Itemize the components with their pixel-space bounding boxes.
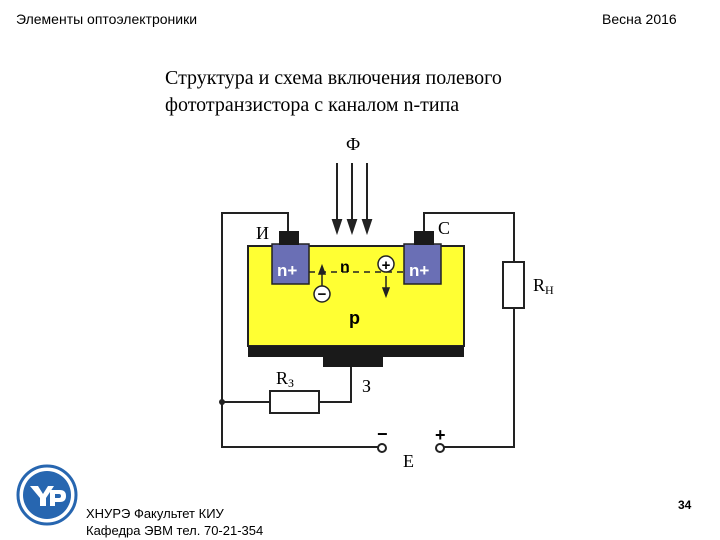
slide-title-line1: Структура и схема включения полевого xyxy=(165,67,502,89)
gate-contact xyxy=(323,354,383,367)
hole-charge-icon xyxy=(377,255,395,273)
electron-charge-sign: − xyxy=(318,286,327,303)
supply-label: E xyxy=(403,451,414,471)
header-course-title: Элементы оптоэлектроники xyxy=(16,11,198,27)
drain-contact xyxy=(414,231,434,245)
supply-minus-sign: − xyxy=(377,424,388,444)
footer-department: Кафедра ЭВМ тел. 70-21-354 xyxy=(86,523,264,538)
circuit-wires xyxy=(221,212,515,448)
wire-junction xyxy=(219,399,225,405)
source-terminal-label: И xyxy=(256,223,269,243)
drain-region-label: n+ xyxy=(409,261,429,280)
load-resistor xyxy=(502,261,525,309)
load-resistor-label: RН xyxy=(533,275,554,297)
light-arrows xyxy=(331,163,373,236)
university-logo-icon xyxy=(16,464,78,526)
light-flux-label: Ф xyxy=(346,134,360,154)
gate-terminal-label: З xyxy=(362,376,371,396)
header-semester: Весна 2016 xyxy=(602,11,677,27)
drain-n-plus-region xyxy=(403,243,442,285)
electron-charge-icon xyxy=(313,285,331,303)
supply-plus-terminal xyxy=(435,443,445,453)
supply-minus-terminal xyxy=(377,443,387,453)
gate-resistor xyxy=(269,390,320,414)
source-contact xyxy=(279,231,299,245)
channel-label: n xyxy=(340,259,350,276)
page-number: 34 xyxy=(678,498,692,512)
supply-plus-sign: + xyxy=(435,425,446,445)
source-region-label: n+ xyxy=(277,261,297,280)
carrier-arrows xyxy=(317,263,391,299)
slide-title-line2: фототранзистора с каналом n-типа xyxy=(165,94,460,116)
hole-charge-sign: + xyxy=(382,257,391,274)
drain-terminal-label: С xyxy=(438,218,450,238)
substrate-label: p xyxy=(349,308,360,328)
footer-faculty: ХНУРЭ Факультет КИУ xyxy=(86,506,224,521)
gate-resistor-label: RЗ xyxy=(276,368,294,390)
substrate-bottom-contact xyxy=(248,346,464,357)
